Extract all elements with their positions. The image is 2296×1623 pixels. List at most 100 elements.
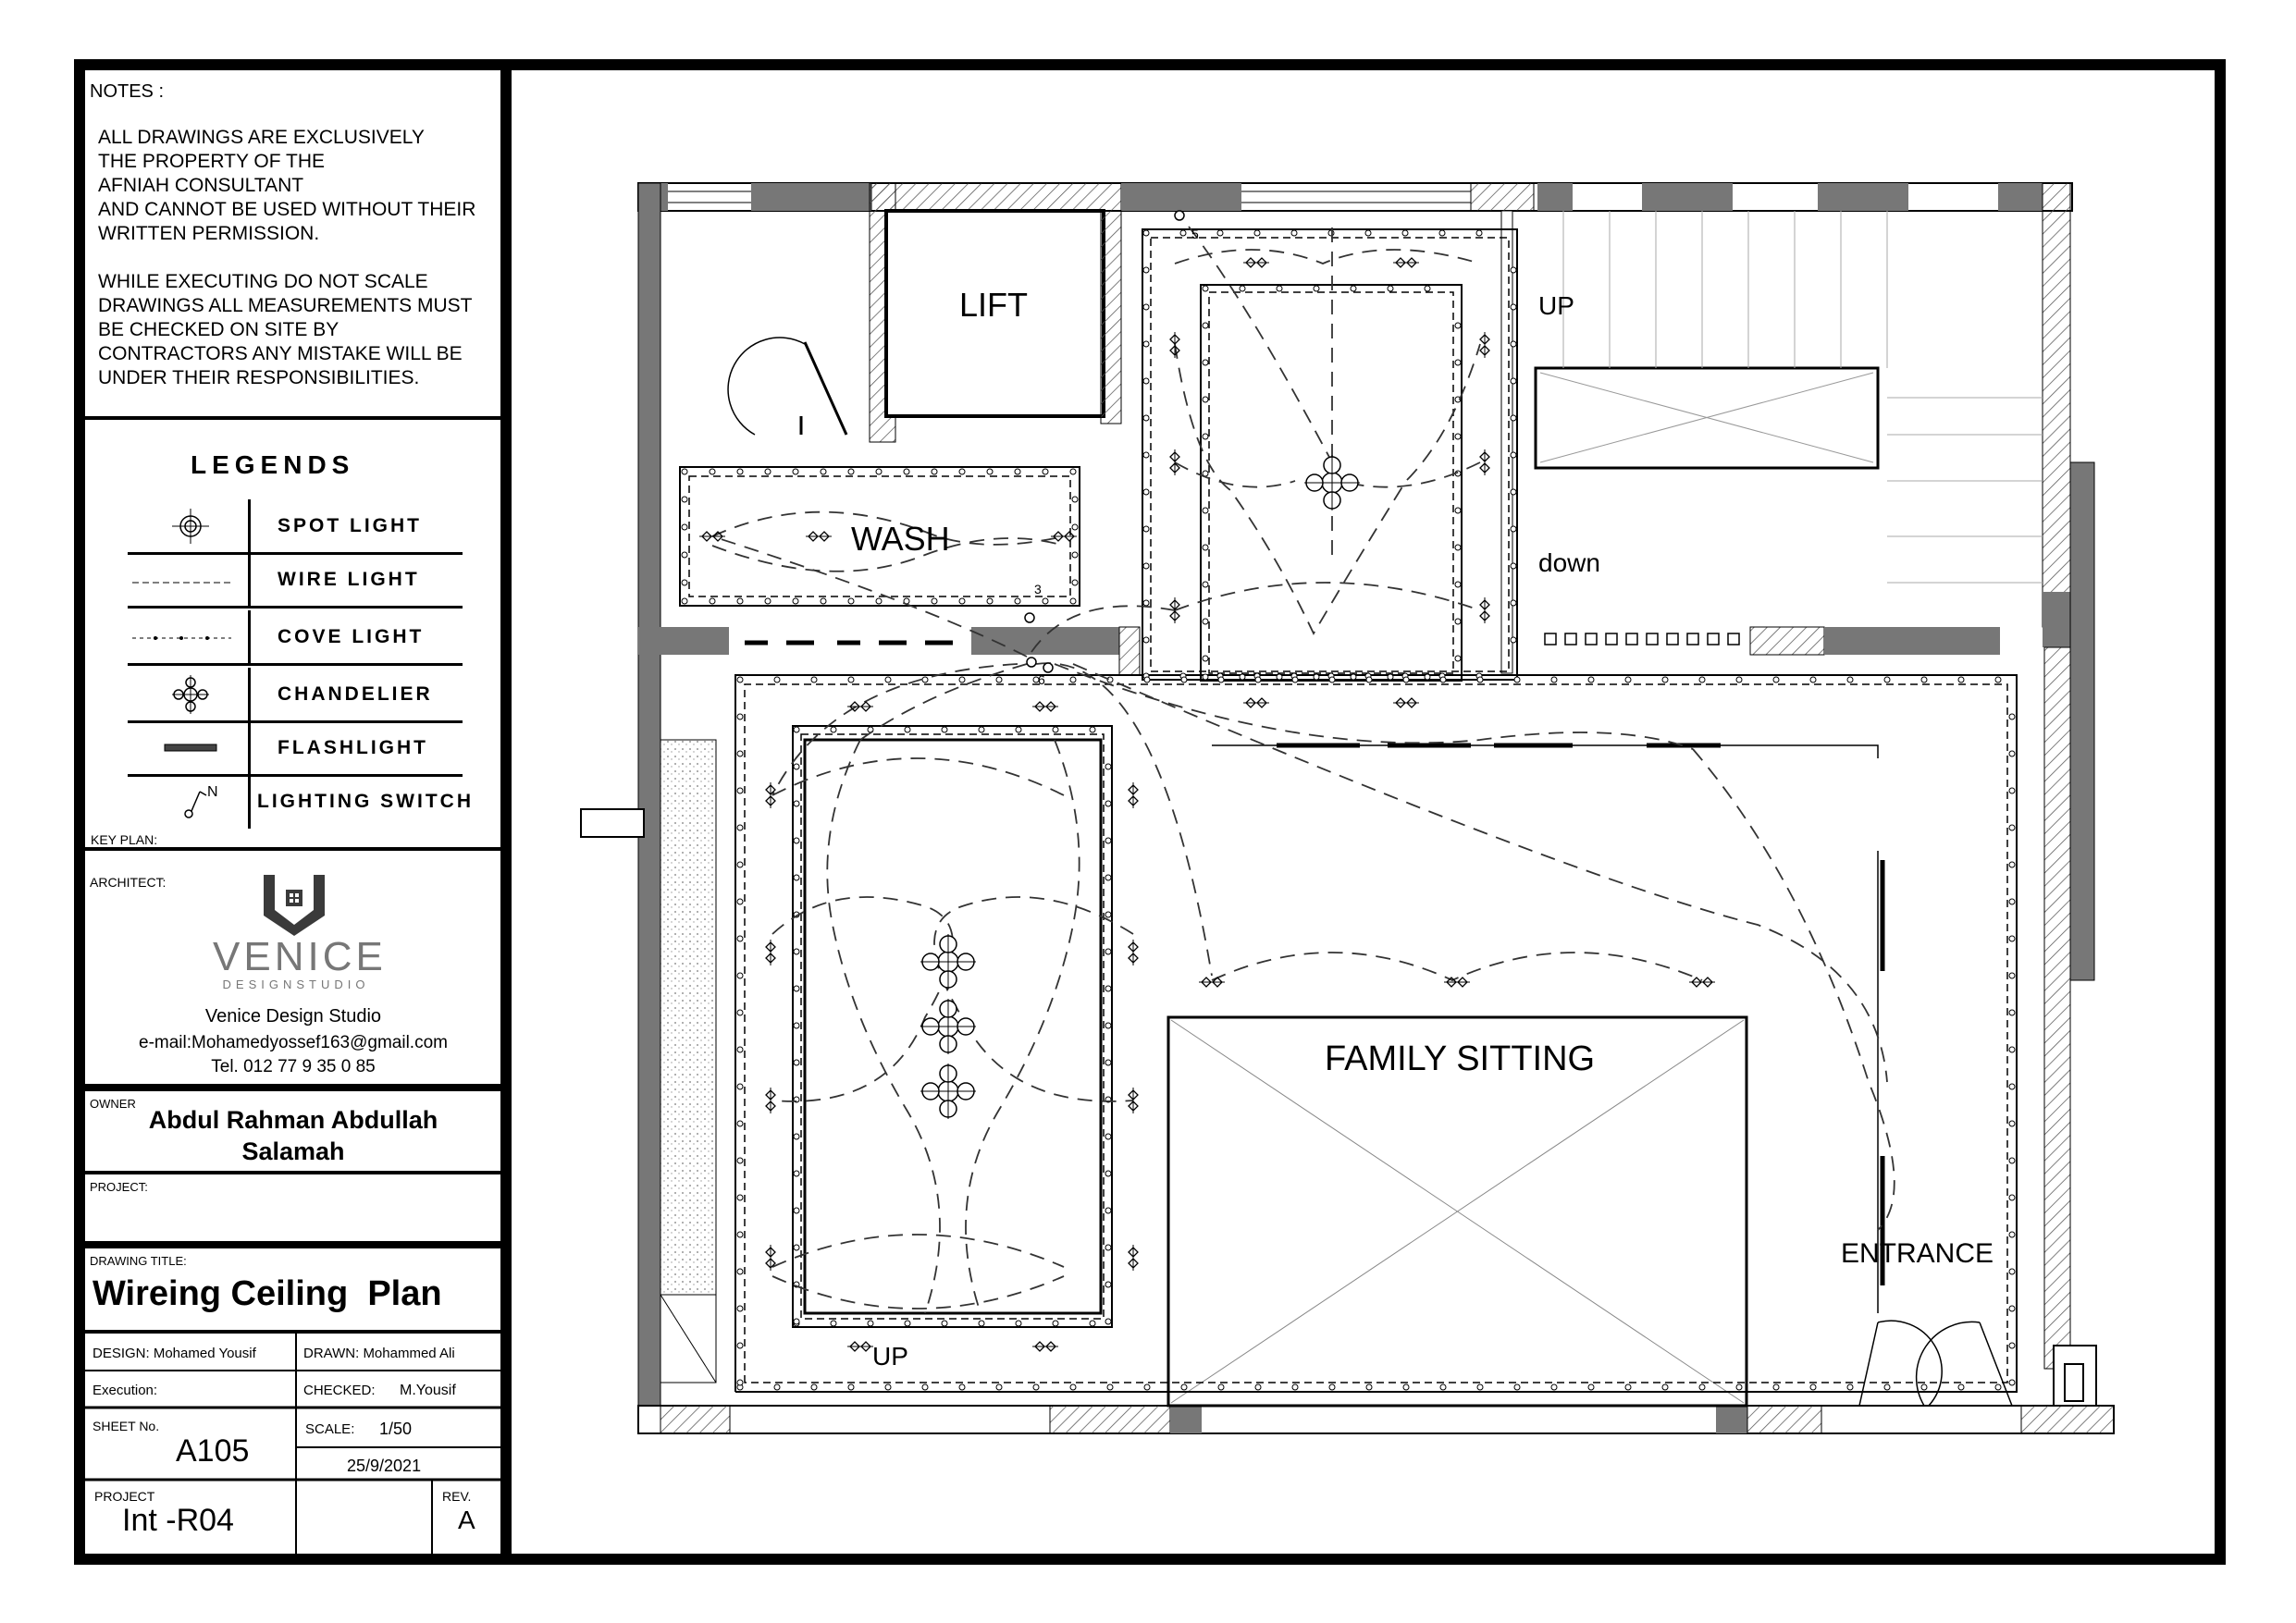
legends-section	[85, 420, 501, 851]
flashlight-icon	[128, 721, 257, 775]
ceiling-coves	[679, 228, 2018, 1393]
legend-vertical-divider	[248, 721, 251, 775]
note-line: BE CHECKED ON SITE BY	[98, 319, 339, 340]
note-line: AFNIAH CONSULTANT	[98, 175, 304, 196]
note-line: DRAWINGS ALL MEASUREMENTS MUST	[98, 295, 473, 316]
spot-light-icon	[765, 940, 776, 965]
spot-light-icon	[765, 1245, 776, 1271]
spot-light-icon	[1051, 531, 1077, 542]
spot-light-icon	[1393, 257, 1419, 268]
rev-value: A	[458, 1506, 475, 1534]
spot-light-icon	[1169, 597, 1180, 623]
legend-divider	[128, 720, 463, 723]
legend-row: WIRE LIGHT	[128, 553, 463, 609]
legend-label: CHANDELIER	[278, 683, 433, 705]
spot-light-icon	[1479, 449, 1490, 475]
architect-section	[85, 851, 501, 1088]
light-fixtures	[699, 257, 1715, 1352]
architect-email: e-mail:Mohamedyossef163@gmail.com	[139, 1033, 448, 1052]
legend-label: LIGHTING SWITCH	[257, 791, 474, 812]
chandelier-icon	[1304, 455, 1360, 510]
spot-light-icon	[1479, 597, 1490, 623]
room-label-entrance: ENTRANCE	[1841, 1238, 1994, 1269]
spot-light-icon	[1243, 697, 1269, 708]
legend-vertical-divider	[248, 499, 251, 553]
rev-label: REV.	[442, 1489, 472, 1504]
architect-name: Venice Design Studio	[204, 1006, 382, 1027]
sheet-label: SHEET No.	[93, 1419, 160, 1433]
spot-light-icon	[1169, 449, 1180, 475]
spot-light-icon	[1128, 1245, 1139, 1271]
cove-light-icon	[128, 610, 257, 664]
room-label-lift: LIFT	[959, 286, 1028, 324]
legend-row: LIGHTING SWITCH	[128, 775, 471, 829]
legend-row: COVE LIGHT	[128, 610, 463, 666]
sheet-value: A105	[176, 1433, 250, 1469]
chandelier-icon	[920, 1064, 976, 1119]
checked-label: CHECKED:	[303, 1383, 376, 1398]
spot-light-icon	[128, 499, 257, 553]
spot-light-icon	[1032, 701, 1058, 712]
legend-vertical-divider	[248, 610, 251, 664]
cove-light-dots	[681, 229, 2016, 1391]
room-label-down-stair: down	[1538, 548, 1600, 577]
spot-light-icon	[1169, 332, 1180, 358]
legend-row: CHANDELIER	[128, 668, 463, 723]
note-line: AND CANNOT BE USED WITHOUT THEIR	[98, 199, 476, 220]
legend-label: WIRE LIGHT	[278, 569, 420, 590]
note-line: WHILE EXECUTING DO NOT SCALE	[98, 271, 428, 292]
note-line: THE PROPERTY OF THE	[98, 151, 326, 172]
legend-label: COVE LIGHT	[278, 626, 425, 647]
chandelier-icon	[920, 934, 976, 990]
spot-light-icon	[806, 531, 832, 542]
execution-field: Execution:	[93, 1383, 158, 1398]
building-walls	[580, 182, 2115, 1434]
legend-divider	[128, 552, 463, 555]
owner-section	[85, 1088, 501, 1174]
switch-number-3: 3	[1034, 582, 1042, 596]
drawing-title-label: DRAWING TITLE:	[90, 1254, 187, 1268]
title-block-grid	[85, 1334, 501, 1565]
scale-label: SCALE:	[305, 1421, 355, 1437]
legend-vertical-divider	[248, 553, 251, 607]
project-code-label: PROJECT	[94, 1489, 155, 1504]
title-block-sidebar	[74, 59, 512, 1565]
drawing-title-section	[85, 1245, 501, 1334]
architect-label: ARCHITECT:	[90, 875, 167, 890]
project-section	[85, 1174, 501, 1245]
legend-vertical-divider	[248, 775, 251, 829]
project-code-value: Int -R04	[122, 1503, 234, 1538]
spot-light-icon	[1689, 977, 1715, 988]
owner-label: OWNER	[90, 1097, 136, 1111]
chandelier-icon	[920, 999, 976, 1054]
project-label: PROJECT:	[90, 1180, 148, 1194]
design-field: DESIGN: Mohamed Yousif	[93, 1346, 256, 1361]
spot-light-icon	[1128, 782, 1139, 808]
legend-label: FLASHLIGHT	[278, 737, 428, 758]
key-plan-label: KEY PLAN:	[91, 832, 158, 847]
legends-title: LEGENDS	[191, 450, 355, 479]
note-line: UNDER THEIR RESPONSIBILITIES.	[98, 367, 420, 388]
spot-light-icon	[765, 1088, 776, 1113]
scale-value: 1/50	[379, 1420, 413, 1438]
switch-letter: N	[207, 784, 218, 800]
checked-value: M.Yousif	[400, 1383, 456, 1398]
chandelier-icon	[128, 668, 257, 721]
room-label-up-stair: UP	[1538, 291, 1574, 320]
legend-divider	[128, 606, 463, 609]
notes-section	[85, 70, 501, 420]
sheet-border	[74, 59, 2226, 1565]
venice-brand: VENICE	[213, 934, 387, 979]
switch-points	[1024, 210, 1185, 673]
room-label-up-bottom: UP	[872, 1342, 908, 1371]
note-line: CONTRACTORS ANY MISTAKE WILL BE	[98, 343, 463, 364]
owner-name-line2: Salamah	[241, 1137, 345, 1165]
date-value: 25/9/2021	[347, 1457, 422, 1475]
spot-light-icon	[1199, 977, 1225, 988]
spot-light-icon	[1243, 257, 1269, 268]
spot-light-icon	[847, 1341, 873, 1352]
note-line	[98, 246, 505, 270]
wiring-lines	[711, 226, 1895, 1314]
legend-divider	[128, 774, 463, 777]
switch-number-6: 6	[1038, 672, 1045, 687]
